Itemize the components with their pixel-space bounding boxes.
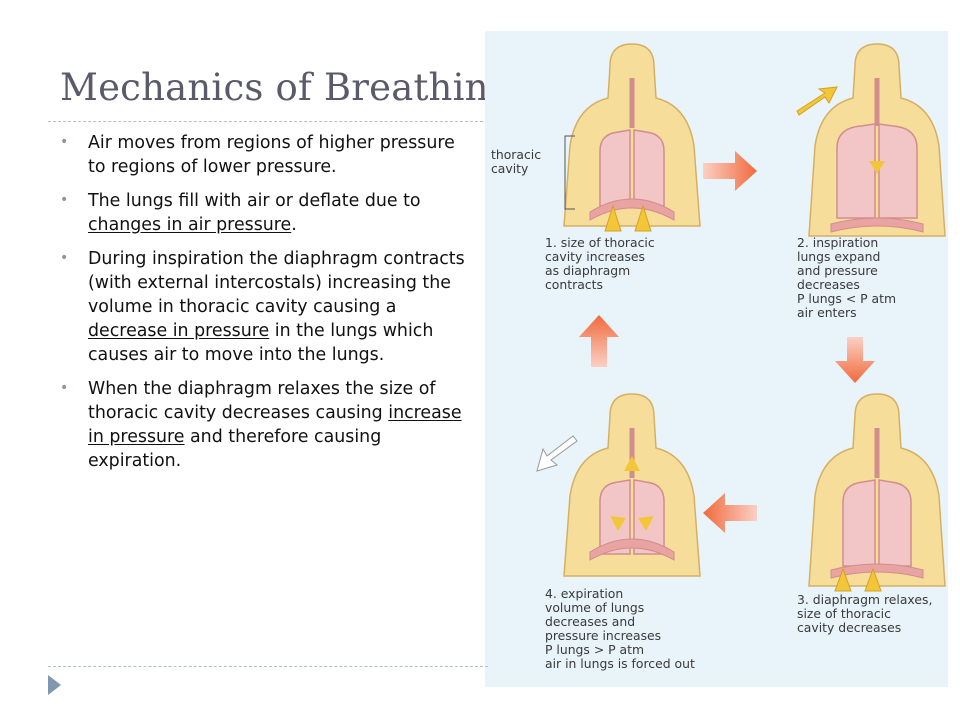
bullet-item: •During inspiration the diaphragm contra… (58, 247, 468, 367)
slide-nav-triangle-icon[interactable] (48, 675, 61, 695)
breathing-diagram-drawing (536, 43, 946, 592)
caption-step-3: 3. diaphragm relaxes, size of thoracic c… (797, 592, 933, 635)
title-divider (48, 121, 488, 122)
bullet-item: •When the diaphragm relaxes the size of … (58, 377, 468, 473)
slide-title: Mechanics of Breathing (60, 66, 513, 109)
thoracic-cavity-label: thoracic cavity (491, 147, 542, 176)
breathing-diagram: thoracic cavity 1. size of thoracic cavi… (485, 31, 948, 687)
air-arrow-icon (604, 204, 652, 232)
bullet-dot-icon: • (60, 250, 69, 266)
bullet-dot-icon: • (60, 192, 69, 208)
cycle-arrow-right-icon (703, 151, 757, 191)
bullet-list: •Air moves from regions of higher pressu… (58, 131, 468, 483)
footer-divider (48, 666, 488, 667)
air-arrow-icon (834, 567, 882, 592)
torso-figure-4 (563, 393, 701, 577)
bullet-item: •The lungs fill with air or deflate due … (58, 189, 468, 237)
bullet-dot-icon: • (60, 380, 69, 396)
torso-figure-1 (563, 43, 701, 227)
bullet-item: •Air moves from regions of higher pressu… (58, 131, 468, 179)
torso-figure-2 (808, 43, 946, 237)
caption-step-4: 4. expiration volume of lungs decreases … (545, 586, 695, 671)
air-out-arrow-icon (536, 435, 578, 472)
air-in-arrow-icon (796, 86, 838, 116)
cycle-arrow-up-icon (579, 315, 619, 367)
thoracic-bracket (564, 135, 575, 210)
cycle-arrow-left-icon (703, 493, 757, 533)
caption-step-1: 1. size of thoracic cavity increases as … (545, 235, 655, 292)
cycle-arrow-down-icon (835, 337, 875, 383)
bullet-dot-icon: • (60, 134, 69, 150)
caption-step-2: 2. inspiration lungs expand and pressure… (797, 235, 897, 320)
torso-figure-3 (808, 393, 946, 587)
